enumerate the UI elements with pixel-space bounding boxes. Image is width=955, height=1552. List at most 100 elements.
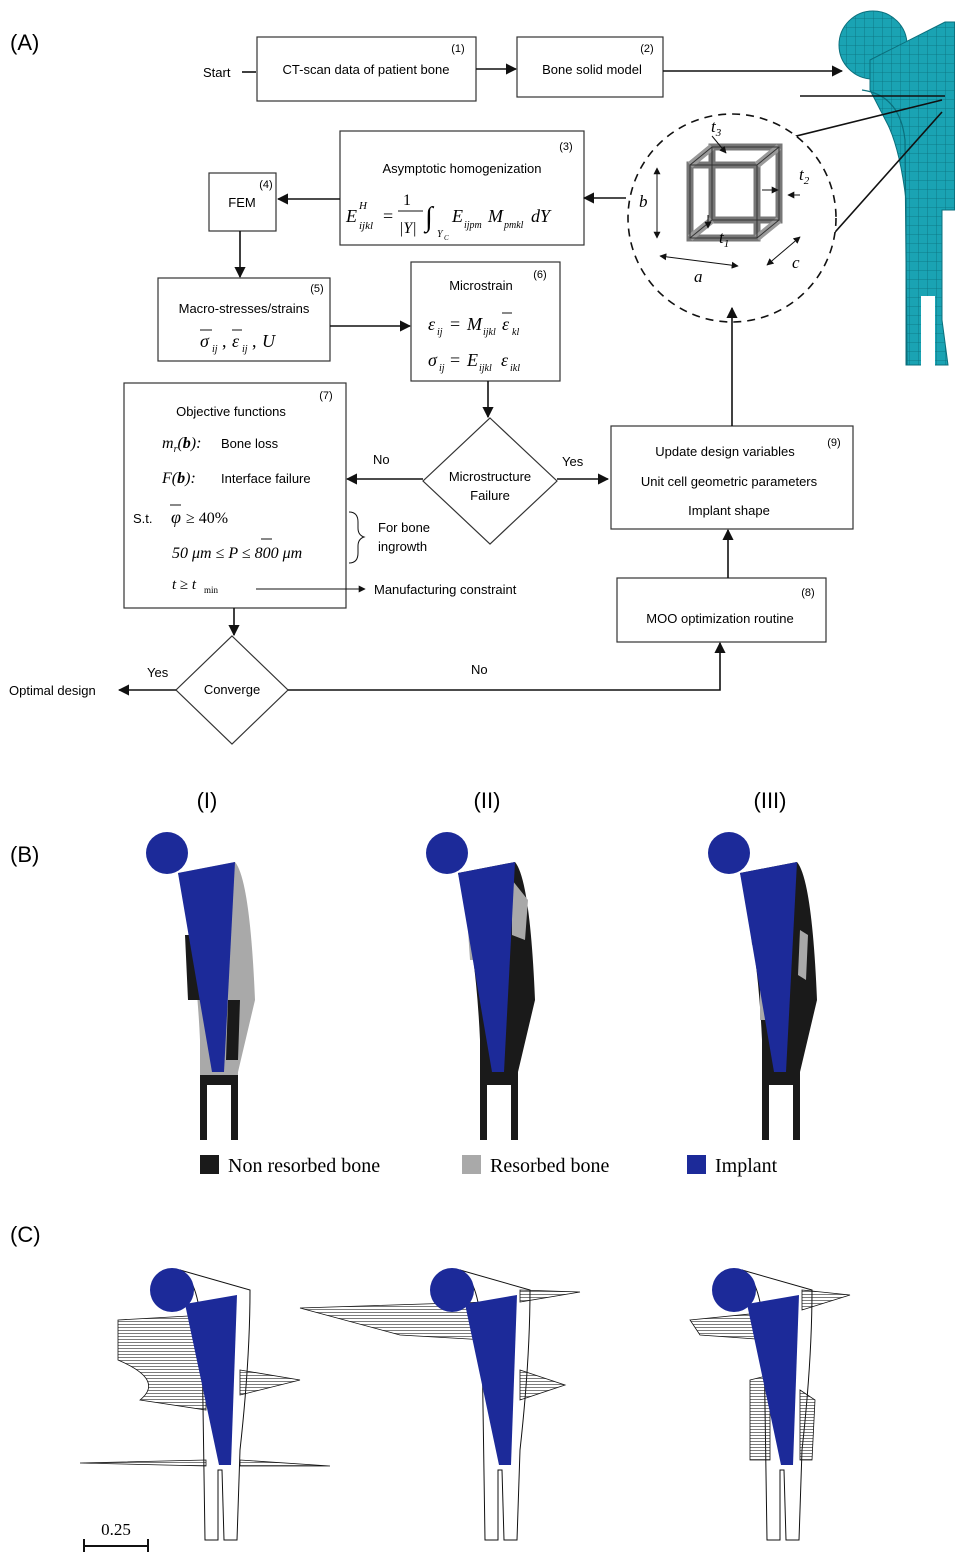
decision-microstructure-line2: Failure (470, 488, 510, 503)
arrow-converge-no (288, 641, 726, 691)
box-fem-label: FEM (228, 195, 255, 210)
box-objective-functions (123, 382, 347, 609)
svg-text:ij: ij (242, 344, 248, 355)
dim-a-label: a (694, 267, 703, 286)
stress-plot-1 (79, 1268, 331, 1541)
svg-text:U: U (262, 331, 276, 351)
dim-c (766, 236, 801, 266)
svg-text:dY: dY (531, 206, 552, 226)
box-update-line3: Implant shape (688, 503, 770, 518)
svg-text:=: = (450, 314, 460, 334)
svg-text:ijkl: ijkl (359, 220, 373, 232)
svg-text:E: E (451, 206, 463, 226)
femur-mesh-model (838, 10, 955, 368)
svg-text:Bone loss: Bone loss (221, 436, 279, 451)
stress-plot-3 (689, 1268, 851, 1541)
legend-swatch-nonresorbed (200, 1155, 219, 1174)
unit-cell-cube (686, 143, 783, 242)
pore-size-constraint: 50 μm ≤ P ≤ 800 μm (172, 538, 302, 562)
box-bone-model (516, 36, 664, 98)
decision2-yes-label: Yes (147, 665, 169, 680)
svg-text:min: min (204, 585, 219, 595)
legend-label-nonresorbed: Non resorbed bone (228, 1155, 380, 1177)
legend-swatch-implant (687, 1155, 706, 1174)
svg-text:mr(b):: mr(b): (162, 435, 201, 455)
decision-microstructure-line1: Microstructure (449, 469, 531, 484)
st-label: S.t. (133, 511, 153, 526)
dim-t1-label: t1 (719, 228, 729, 250)
svg-text:E: E (345, 206, 357, 226)
box-microstrain-title: Microstrain (449, 278, 513, 293)
box-homogenization-title: Asymptotic homogenization (383, 161, 542, 176)
svg-text:σ: σ (428, 350, 438, 370)
svg-text:M: M (487, 206, 504, 226)
optimal-design-label: Optimal design (9, 683, 96, 698)
svg-text:ij: ij (439, 363, 445, 374)
svg-text:H: H (358, 200, 368, 212)
ingrowth-line2: ingrowth (378, 539, 427, 554)
svg-text:ikl: ikl (510, 363, 520, 374)
box-objective-title: Objective functions (176, 404, 286, 419)
box-moo-number: (8) (801, 587, 814, 599)
objective-interface-failure: F(b): Interface failure (161, 470, 311, 487)
legend-label-resorbed: Resorbed bone (490, 1155, 610, 1177)
start-label: Start (203, 65, 231, 80)
ingrowth-brace (348, 511, 366, 564)
svg-text:t ≥ t: t ≥ t (172, 577, 197, 593)
svg-text:pmkl: pmkl (503, 220, 524, 231)
box-ct-scan (256, 36, 477, 102)
femur-result-1 (146, 832, 255, 1140)
box-update-line2: Unit cell geometric parameters (641, 474, 818, 489)
dim-c-label: c (792, 253, 800, 272)
box-fem-number: (4) (259, 179, 272, 191)
svg-text:ijpm: ijpm (464, 220, 482, 231)
svg-text:1: 1 (403, 192, 411, 209)
objective-bone-loss: mr(b): Bone loss (162, 435, 279, 455)
box-moo-label: MOO optimization routine (646, 611, 793, 626)
box-update-number: (9) (827, 437, 840, 449)
svg-text:ijkl: ijkl (479, 363, 492, 374)
box-bone-model-label: Bone solid model (542, 62, 642, 77)
svg-text:Y: Y (437, 229, 444, 240)
box-moo (616, 577, 827, 643)
column-label-1: (I) (197, 788, 218, 813)
box-ct-scan-label: CT-scan data of patient bone (283, 62, 450, 77)
column-label-3: (III) (754, 788, 787, 813)
decision1-no-label: No (373, 452, 390, 467)
svg-text:ij: ij (212, 344, 218, 355)
femur-result-2 (426, 832, 535, 1140)
svg-text:φ: φ (171, 507, 181, 527)
legend-swatch-resorbed (462, 1155, 481, 1174)
svg-text:ε: ε (501, 350, 509, 370)
svg-text:|Y|: |Y| (399, 220, 417, 237)
svg-text:∫: ∫ (423, 202, 435, 234)
panel-label-c: (C) (10, 1222, 41, 1247)
svg-text:Interface failure: Interface failure (221, 471, 311, 486)
svg-text:ij: ij (437, 327, 443, 338)
legend-label-implant: Implant (715, 1155, 778, 1177)
svg-text:C: C (444, 234, 449, 242)
box-update-variables (610, 425, 854, 530)
svg-text:ε: ε (502, 314, 510, 334)
manufacturing-label: Manufacturing constraint (374, 582, 517, 597)
box-macro-title: Macro-stresses/strains (179, 301, 310, 316)
svg-text:M: M (466, 314, 483, 334)
box-homogenization-number: (3) (559, 141, 572, 153)
decision2-no-label: No (471, 662, 488, 677)
decision-microstructure-failure (422, 417, 558, 545)
scale-bar-label: 0.25 (101, 1520, 131, 1539)
svg-text:ε: ε (428, 314, 436, 334)
svg-text:kl: kl (512, 327, 519, 338)
svg-text:=: = (450, 350, 460, 370)
box-objective-number: (7) (319, 390, 332, 402)
box-bone-model-number: (2) (640, 43, 653, 55)
femur-result-3 (708, 832, 817, 1140)
svg-text:≥ 40%: ≥ 40% (186, 510, 228, 527)
porosity-constraint: φ ≥ 40% (170, 504, 228, 527)
panel-label-a: (A) (10, 30, 39, 55)
dim-b-label: b (639, 192, 648, 211)
box-ct-scan-number: (1) (451, 43, 464, 55)
